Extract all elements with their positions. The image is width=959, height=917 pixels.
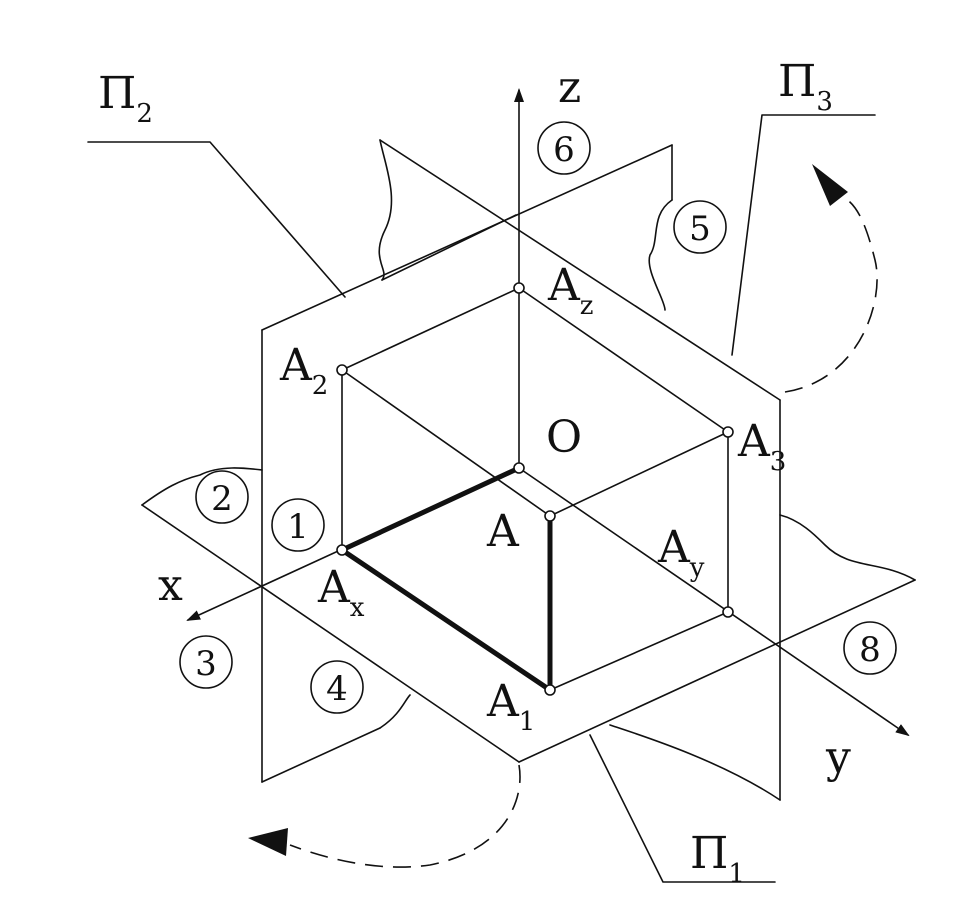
svg-text:5: 5 [689, 209, 711, 249]
label-origin: O [546, 412, 582, 463]
point-ay [722, 606, 734, 618]
projection-box [341, 287, 729, 691]
svg-text:6: 6 [553, 130, 575, 170]
plane-p3 [378, 139, 916, 801]
label-a2: A2 [279, 340, 328, 401]
plane-p1-label: Π1 [690, 828, 745, 889]
axis-y-label: y [825, 732, 851, 783]
label-a: A [486, 506, 520, 557]
rotation-arrows [248, 164, 878, 868]
y-axis [518, 467, 910, 737]
label-ay: Ay [657, 522, 705, 583]
point-a [544, 510, 556, 522]
plane-p3-label: Π3 [778, 56, 833, 117]
point-a1 [544, 684, 556, 696]
points [336, 282, 734, 696]
label-a1: A1 [486, 676, 535, 737]
leader-lines [87, 114, 876, 883]
point-a2 [336, 364, 348, 376]
point-a3 [722, 426, 734, 438]
axis-x-label: x [158, 560, 183, 611]
label-ax: Ax [317, 562, 365, 623]
label-az: Az [547, 260, 593, 321]
svg-text:2: 2 [211, 479, 233, 519]
octant-3: 3 [179, 635, 233, 689]
svg-text:4: 4 [326, 669, 348, 709]
point-ax [336, 544, 348, 556]
svg-text:8: 8 [859, 630, 881, 670]
octant-4: 4 [310, 660, 364, 714]
point-az [513, 282, 525, 294]
axis-z-label: z [558, 62, 581, 113]
octant-5: 5 [673, 200, 727, 254]
svg-text:1: 1 [287, 507, 309, 547]
highlight-lines [339, 465, 553, 693]
plane-p2-label: Π2 [98, 68, 153, 129]
octant-6: 6 [537, 121, 591, 175]
label-a3: A3 [737, 416, 786, 477]
octant-1: 1 [271, 498, 325, 552]
svg-text:3: 3 [195, 644, 217, 684]
octant-8: 8 [843, 621, 897, 675]
plane-p2 [261, 144, 781, 801]
octant-2: 2 [195, 470, 249, 524]
rotation-arrow-head-icon [248, 828, 288, 856]
rotation-arrow-head-icon [812, 164, 848, 206]
plane-p1 [141, 467, 916, 763]
point-origin [513, 462, 525, 474]
